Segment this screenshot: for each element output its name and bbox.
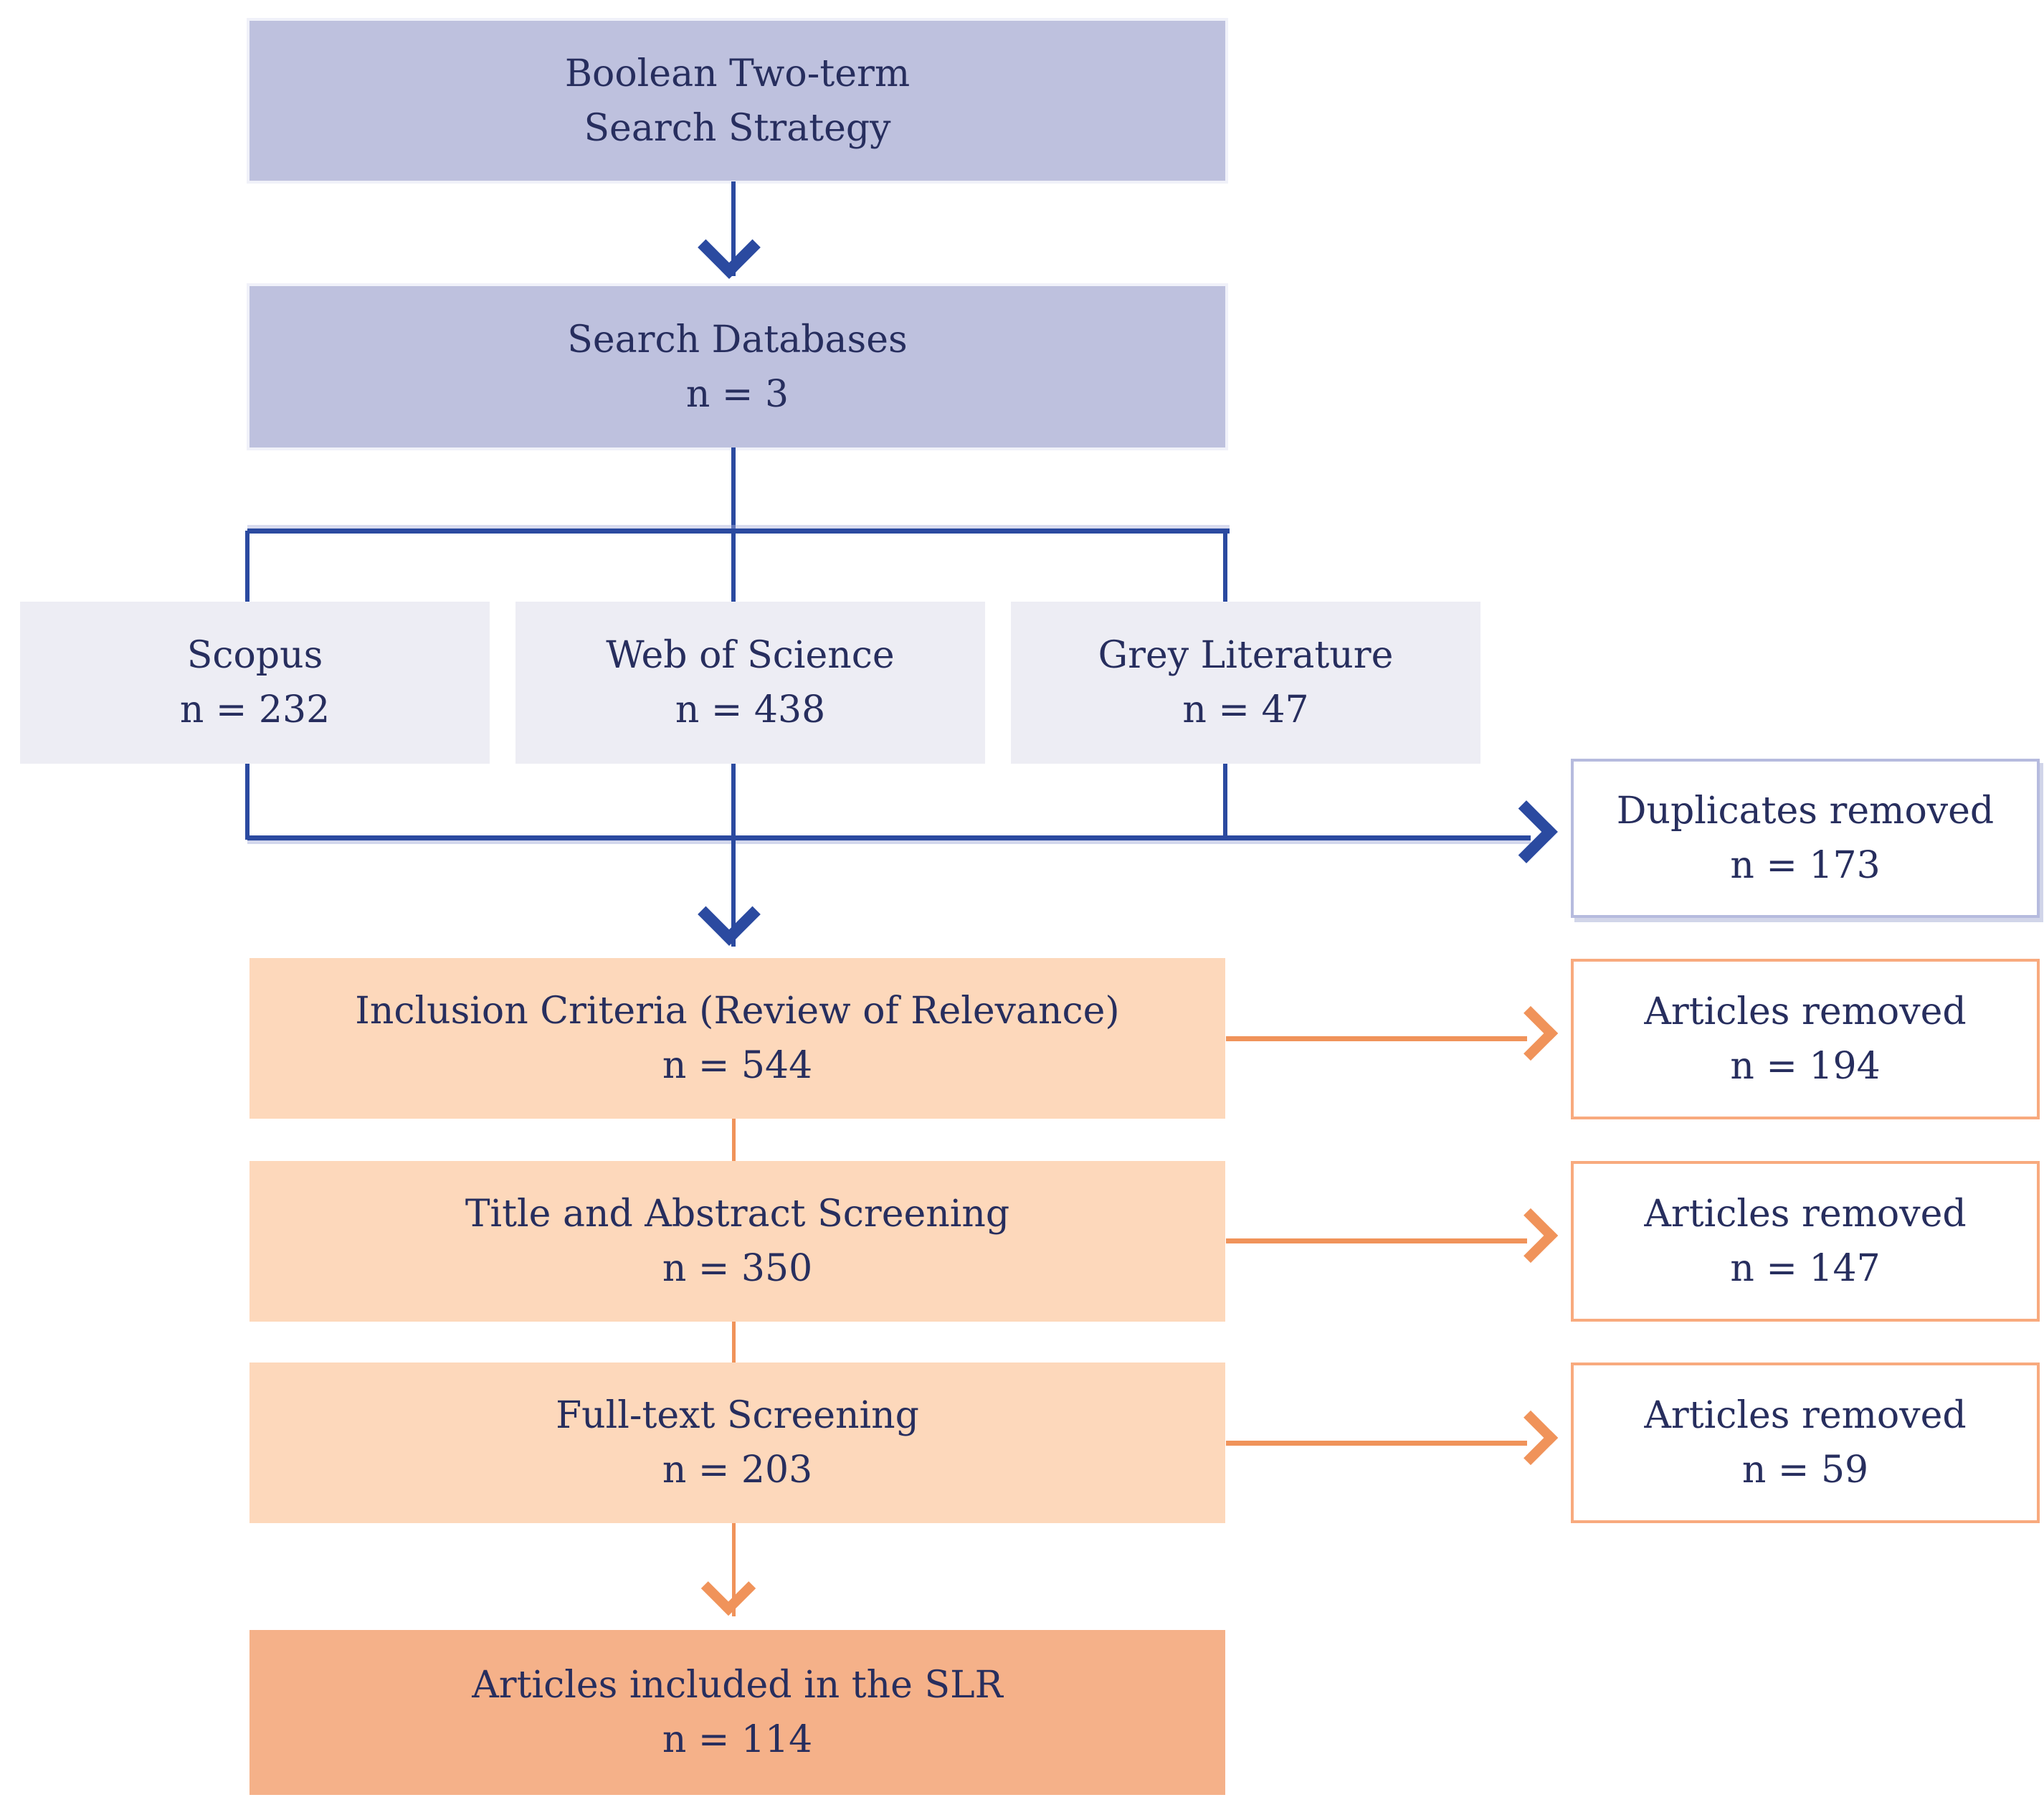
node-text: Articles removed [1644,990,1967,1033]
connector-merge-line [247,835,1531,840]
node-count: n = 147 [1730,1247,1881,1290]
node-text: Title and Abstract Screening [465,1193,1010,1236]
node-articles-removed-3: Articles removed n = 59 [1571,1363,2040,1523]
node-count: n = 203 [662,1449,813,1492]
node-count: n = 3 [685,372,789,416]
node-count: n = 232 [179,688,331,731]
node-count: n = 173 [1730,844,1881,887]
connector-fulltext-to-removed [1226,1441,1527,1446]
node-count: n = 544 [662,1044,813,1087]
connector-inclusion-to-removed [1226,1036,1527,1041]
connector-branch-line [247,529,1230,534]
node-count: n = 47 [1182,688,1309,731]
node-articles-removed-2: Articles removed n = 147 [1571,1161,2040,1322]
node-text: Articles removed [1644,1394,1967,1437]
node-text: Search Databases [567,318,908,361]
connector-databases-stem [731,447,736,533]
node-text: Search Strategy [584,106,891,150]
arrowhead-right-icon [1503,1410,1559,1466]
node-fulltext-screening: Full-text Screening n = 203 [249,1363,1225,1523]
node-search-databases: Search Databases n = 3 [249,286,1225,447]
node-count: n = 438 [675,688,826,731]
node-text: Boolean Two-term [564,52,911,95]
connector-title-abstract-to-removed [1226,1238,1527,1243]
arrowhead-down-icon [698,883,761,946]
node-count: n = 194 [1730,1045,1881,1088]
node-text: Articles included in the SLR [472,1664,1003,1707]
connector-branch-to-scopus [245,531,249,602]
arrowhead-right-icon [1503,1208,1559,1264]
connector-fulltext-to-included [732,1523,736,1616]
connector-strategy-to-databases [731,181,736,276]
node-count: n = 114 [662,1718,813,1761]
node-boolean-search-strategy: Boolean Two-term Search Strategy [249,21,1225,181]
node-database-scopus: Scopus n = 232 [20,602,490,764]
node-database-grey-literature: Grey Literature n = 47 [1011,602,1480,764]
arrowhead-right-icon [1495,800,1558,863]
connector-scopus-to-merge [245,764,249,840]
arrowhead-down-icon [700,1560,756,1616]
arrowhead-right-icon [1503,1005,1559,1061]
node-text: Scopus [186,634,323,677]
node-text: Duplicates removed [1616,790,1995,833]
arrowhead-down-icon [698,216,761,279]
node-text: Inclusion Criteria (Review of Relevance) [355,990,1120,1033]
connector-grey-literature-to-merge [1223,764,1227,840]
node-articles-included: Articles included in the SLR n = 114 [249,1630,1225,1795]
connector-branch-to-grey-literature [1223,531,1227,602]
node-inclusion-criteria: Inclusion Criteria (Review of Relevance)… [249,958,1225,1119]
node-text: Full-text Screening [556,1394,919,1437]
node-count: n = 350 [662,1247,813,1290]
connector-inclusion-to-title-abstract [732,1119,736,1161]
connector-title-abstract-to-fulltext [732,1322,736,1363]
node-duplicates-removed: Duplicates removed n = 173 [1571,759,2040,918]
node-articles-removed-1: Articles removed n = 194 [1571,959,2040,1119]
node-text: Articles removed [1644,1193,1967,1236]
connector-branch-to-web-of-science [731,531,736,602]
node-title-abstract-screening: Title and Abstract Screening n = 350 [249,1161,1225,1322]
node-text: Web of Science [606,634,895,677]
connector-merge-to-inclusion [731,764,736,947]
node-count: n = 59 [1741,1449,1869,1492]
node-text: Grey Literature [1098,634,1394,677]
node-database-web-of-science: Web of Science n = 438 [515,602,985,764]
